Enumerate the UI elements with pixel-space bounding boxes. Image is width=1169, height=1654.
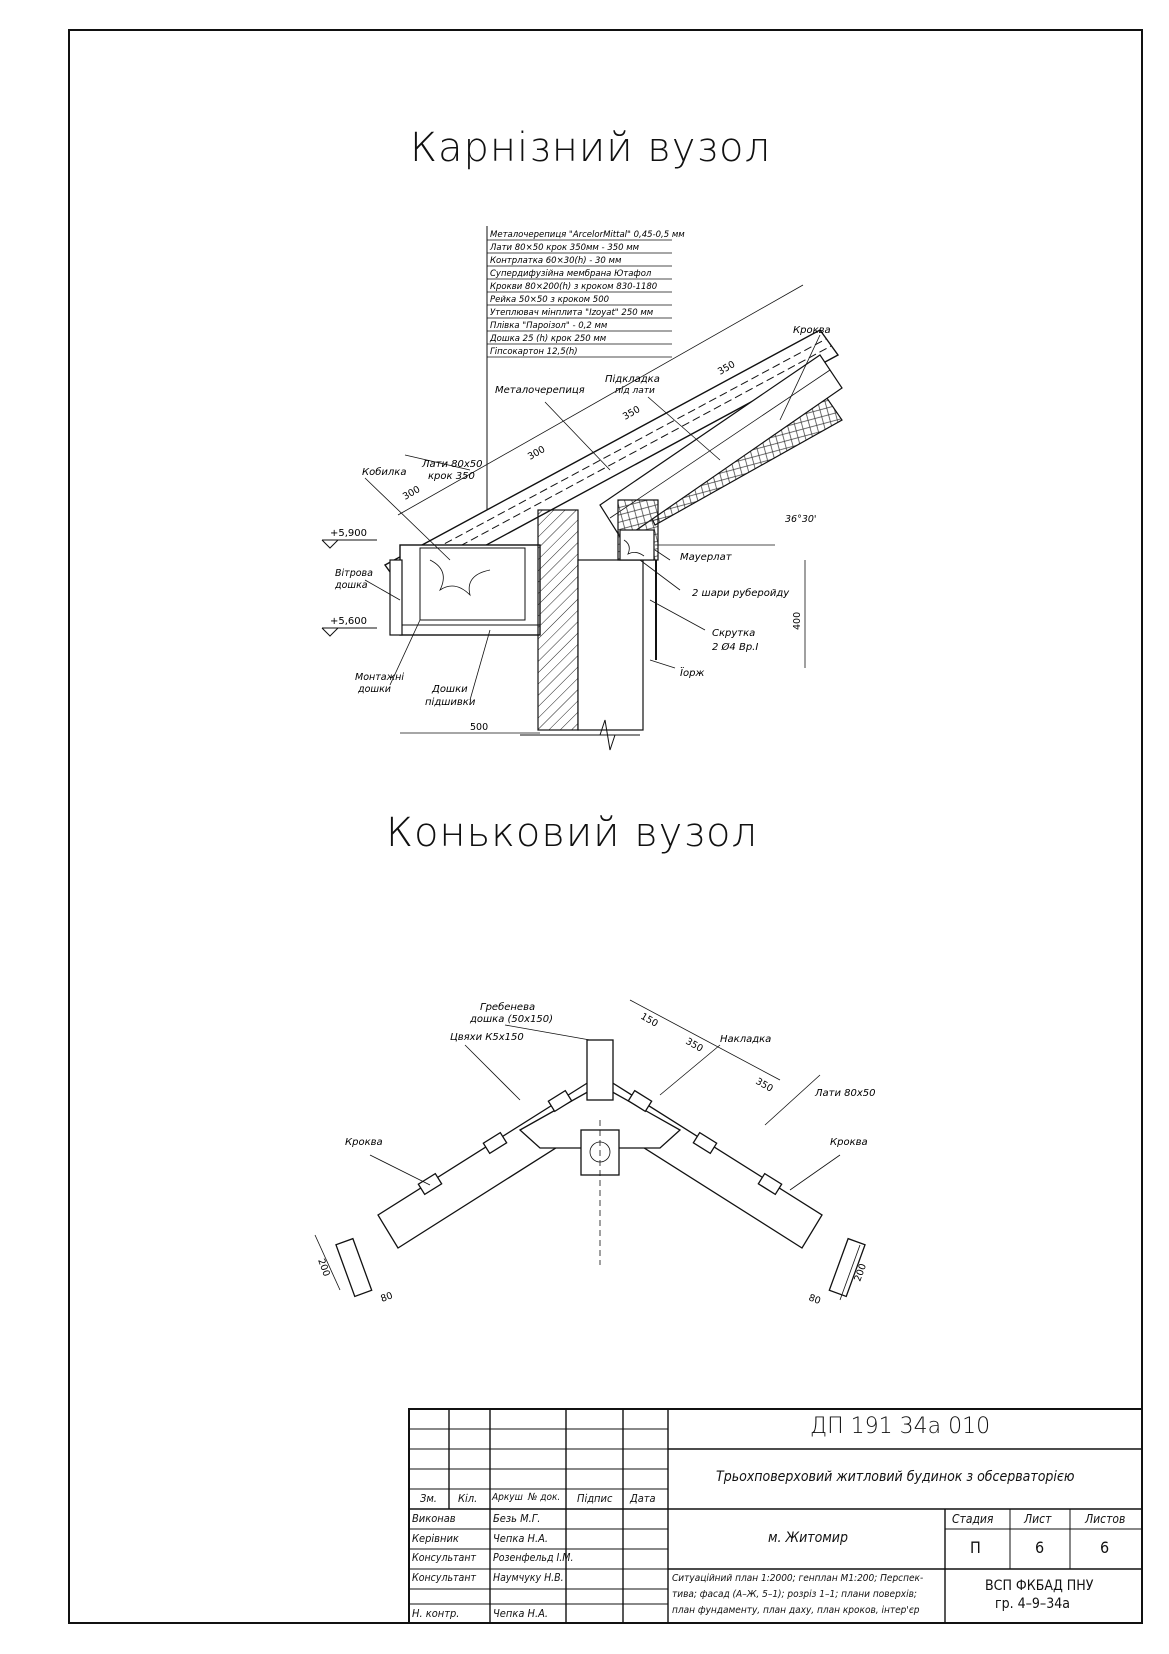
dim-80-right: 80 (807, 1292, 822, 1306)
wall (520, 499, 659, 751)
layer-10: Гіпсокартон 12,5(h) (490, 347, 578, 357)
label-angle: 36°30' (785, 514, 817, 525)
sheet-value: 6 (1035, 1538, 1045, 1557)
name-4: Наумчуку Н.В. (493, 1572, 564, 1584)
sheet-label: Лист (1024, 1512, 1052, 1526)
label-krokva-right: Кроква (830, 1137, 868, 1148)
layer-2: Лати 80×50 крок 350мм - 350 мм (489, 243, 640, 253)
label-laty: Лати 80х50 (421, 459, 483, 470)
stage-value: П (970, 1538, 981, 1557)
name-2: Чепка Н.А. (493, 1532, 549, 1545)
name-1: Безь М.Г. (493, 1512, 541, 1525)
roof-pie (383, 329, 843, 636)
dim-400: 400 (792, 612, 803, 630)
header-pidpys: Підпис (577, 1492, 613, 1505)
header-doc: № док. (528, 1492, 561, 1503)
mark-lower: +5,600 (330, 616, 367, 627)
label-pid-laty: під лати (615, 386, 655, 396)
elevation-marks (321, 539, 377, 637)
role-2: Керівник (412, 1532, 459, 1545)
eaves-node-drawing: Металочерепиця "ArcelorMittal" 0,45-0,5 … (321, 226, 843, 751)
header-data: Дата (630, 1492, 656, 1505)
dim-500: 500 (470, 722, 488, 733)
label-pidkladka: Підкладка (605, 373, 660, 385)
mark-upper: +5,900 (330, 528, 367, 539)
layer-7: Утеплювач мінплита "Izoyat" 250 мм (490, 308, 654, 318)
leaders (364, 334, 821, 701)
ridge-leaders (314, 999, 861, 1301)
label-krokva: Кроква (793, 325, 831, 336)
ridge-node-drawing: Гребенева дошка (50х150) Цвяхи К5х150 На… (314, 999, 876, 1307)
label-mauerlat: Мауерлат (680, 552, 733, 563)
layer-1: Металочерепиця "ArcelorMittal" 0,45-0,5 … (490, 230, 685, 240)
header-arkush: Аркуш (492, 1492, 523, 1503)
sheets-value: 6 (1100, 1538, 1110, 1557)
role-4: Консультант (412, 1572, 477, 1584)
dimension-lines (397, 284, 806, 734)
layer-6: Рейка 50×50 з кроком 500 (490, 295, 609, 305)
contents-1: Ситуаційний план 1:2000; генплан М1:200;… (672, 1573, 924, 1584)
label-skrutka-2: 2 Ø4 Вр.І (712, 641, 758, 653)
label-vitrova-2: дошка (334, 580, 368, 591)
label-montazhni-2: дошки (357, 684, 391, 695)
ridge-labels: Гребенева дошка (50х150) Цвяхи К5х150 На… (345, 1001, 876, 1148)
label-grebeneva-2: дошка (50х150) (469, 1014, 553, 1025)
stamp-city: м. Житомир (768, 1530, 848, 1546)
label-ruberoid: 2 шари руберойду (692, 587, 790, 599)
layer-legend: Металочерепиця "ArcelorMittal" 0,45-0,5 … (486, 226, 685, 510)
label-metalocherepytsia: Металочерепиця (495, 385, 585, 396)
contents-2: тива; фасад (А–Ж, 5–1); розріз 1–1; план… (672, 1589, 917, 1600)
label-krokva-left: Кроква (345, 1137, 383, 1148)
label-grebeneva-1: Гребенева (480, 1001, 535, 1013)
label-doshky-1: Дошки (431, 684, 468, 695)
label-kobylka: Кобилка (362, 466, 406, 478)
name-5: Чепка Н.А. (493, 1607, 549, 1620)
sheets-label: Листов (1085, 1512, 1126, 1526)
label-yorzh: Їорж (680, 666, 704, 679)
label-skrutka-1: Скрутка (712, 628, 755, 639)
role-5: Н. контр. (412, 1607, 460, 1620)
contents-3: план фундаменту, план даху, план кроков,… (672, 1605, 920, 1616)
role-3: Консультант (412, 1552, 477, 1564)
label-laty-ridge: Лати 80х50 (814, 1088, 876, 1099)
role-1: Виконав (412, 1512, 456, 1525)
label-doshky-2: підшивки (425, 696, 476, 708)
header-zm: Зм. (420, 1492, 437, 1505)
org-2: гр. 4–9–34а (995, 1596, 1070, 1612)
layer-4: Супердифузійна мембрана Ютафол (490, 269, 652, 279)
header-kil: Кіл. (458, 1492, 478, 1505)
label-vitrova-1: Вітрова (335, 568, 373, 579)
layer-3: Контрлатка 60×30(h) - 30 мм (490, 256, 622, 266)
label-tsviakhy: Цвяхи К5х150 (450, 1032, 524, 1043)
label-krok: крок 350 (428, 471, 475, 482)
stage-label: Стадия (952, 1512, 994, 1526)
eaves-labels: Кроква Підкладка під лати Металочерепиця… (334, 325, 831, 708)
stamp-project: Трьохповерхoвий житловий будинок з обсер… (716, 1469, 1075, 1485)
label-nakladka: Накладка (720, 1034, 771, 1045)
org-1: ВСП ФКБАД ПНУ (985, 1578, 1094, 1594)
name-3: Розенфельд І.М. (493, 1552, 574, 1564)
layer-5: Крокви 80×200(h) з кроком 830-1180 (490, 282, 657, 292)
label-montazhni-1: Монтажні (355, 672, 404, 683)
layer-9: Дошка 25 (h) крок 250 мм (489, 334, 607, 344)
dim-80-left: 80 (379, 1290, 394, 1304)
ridge-node-title: Коньковий вузол (386, 810, 758, 856)
stamp-code: ДП 191 34а 010 (810, 1414, 991, 1439)
eaves-node-title: Карнізний вузол (410, 125, 772, 171)
layer-8: Плівка "Пароізол" - 0,2 мм (490, 321, 608, 331)
